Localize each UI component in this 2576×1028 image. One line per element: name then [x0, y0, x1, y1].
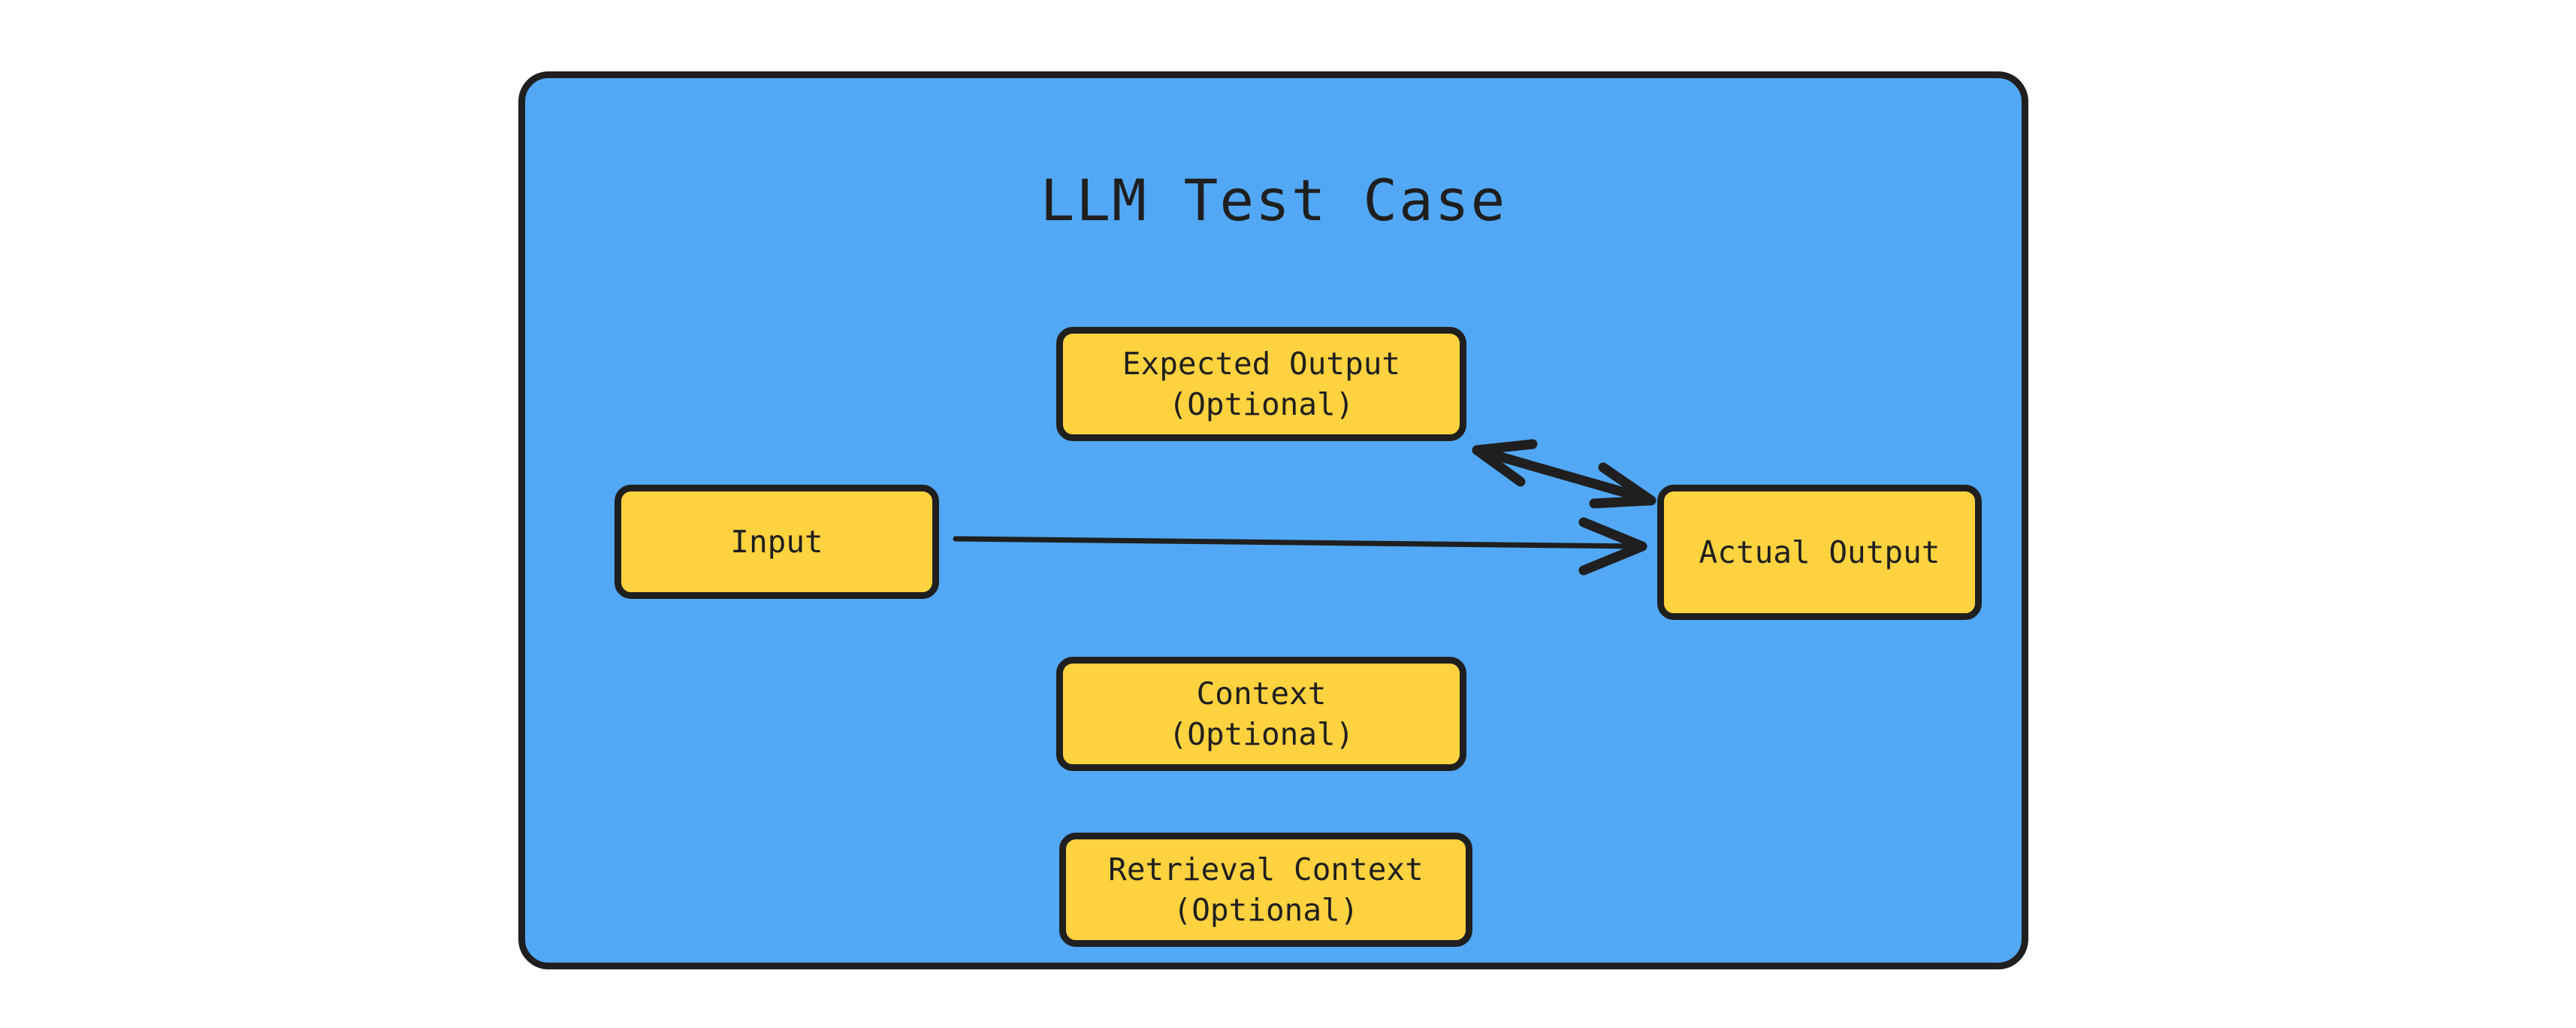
node-retrieval-context[interactable]: Retrieval Context (Optional): [1059, 833, 1472, 947]
node-input[interactable]: Input: [615, 485, 939, 599]
subgraph-title: LLM Test Case: [1040, 167, 1507, 234]
node-context[interactable]: Context (Optional): [1056, 657, 1466, 771]
node-expected-output[interactable]: Expected Output (Optional): [1056, 327, 1466, 441]
node-actual-output[interactable]: Actual Output: [1657, 485, 1982, 620]
